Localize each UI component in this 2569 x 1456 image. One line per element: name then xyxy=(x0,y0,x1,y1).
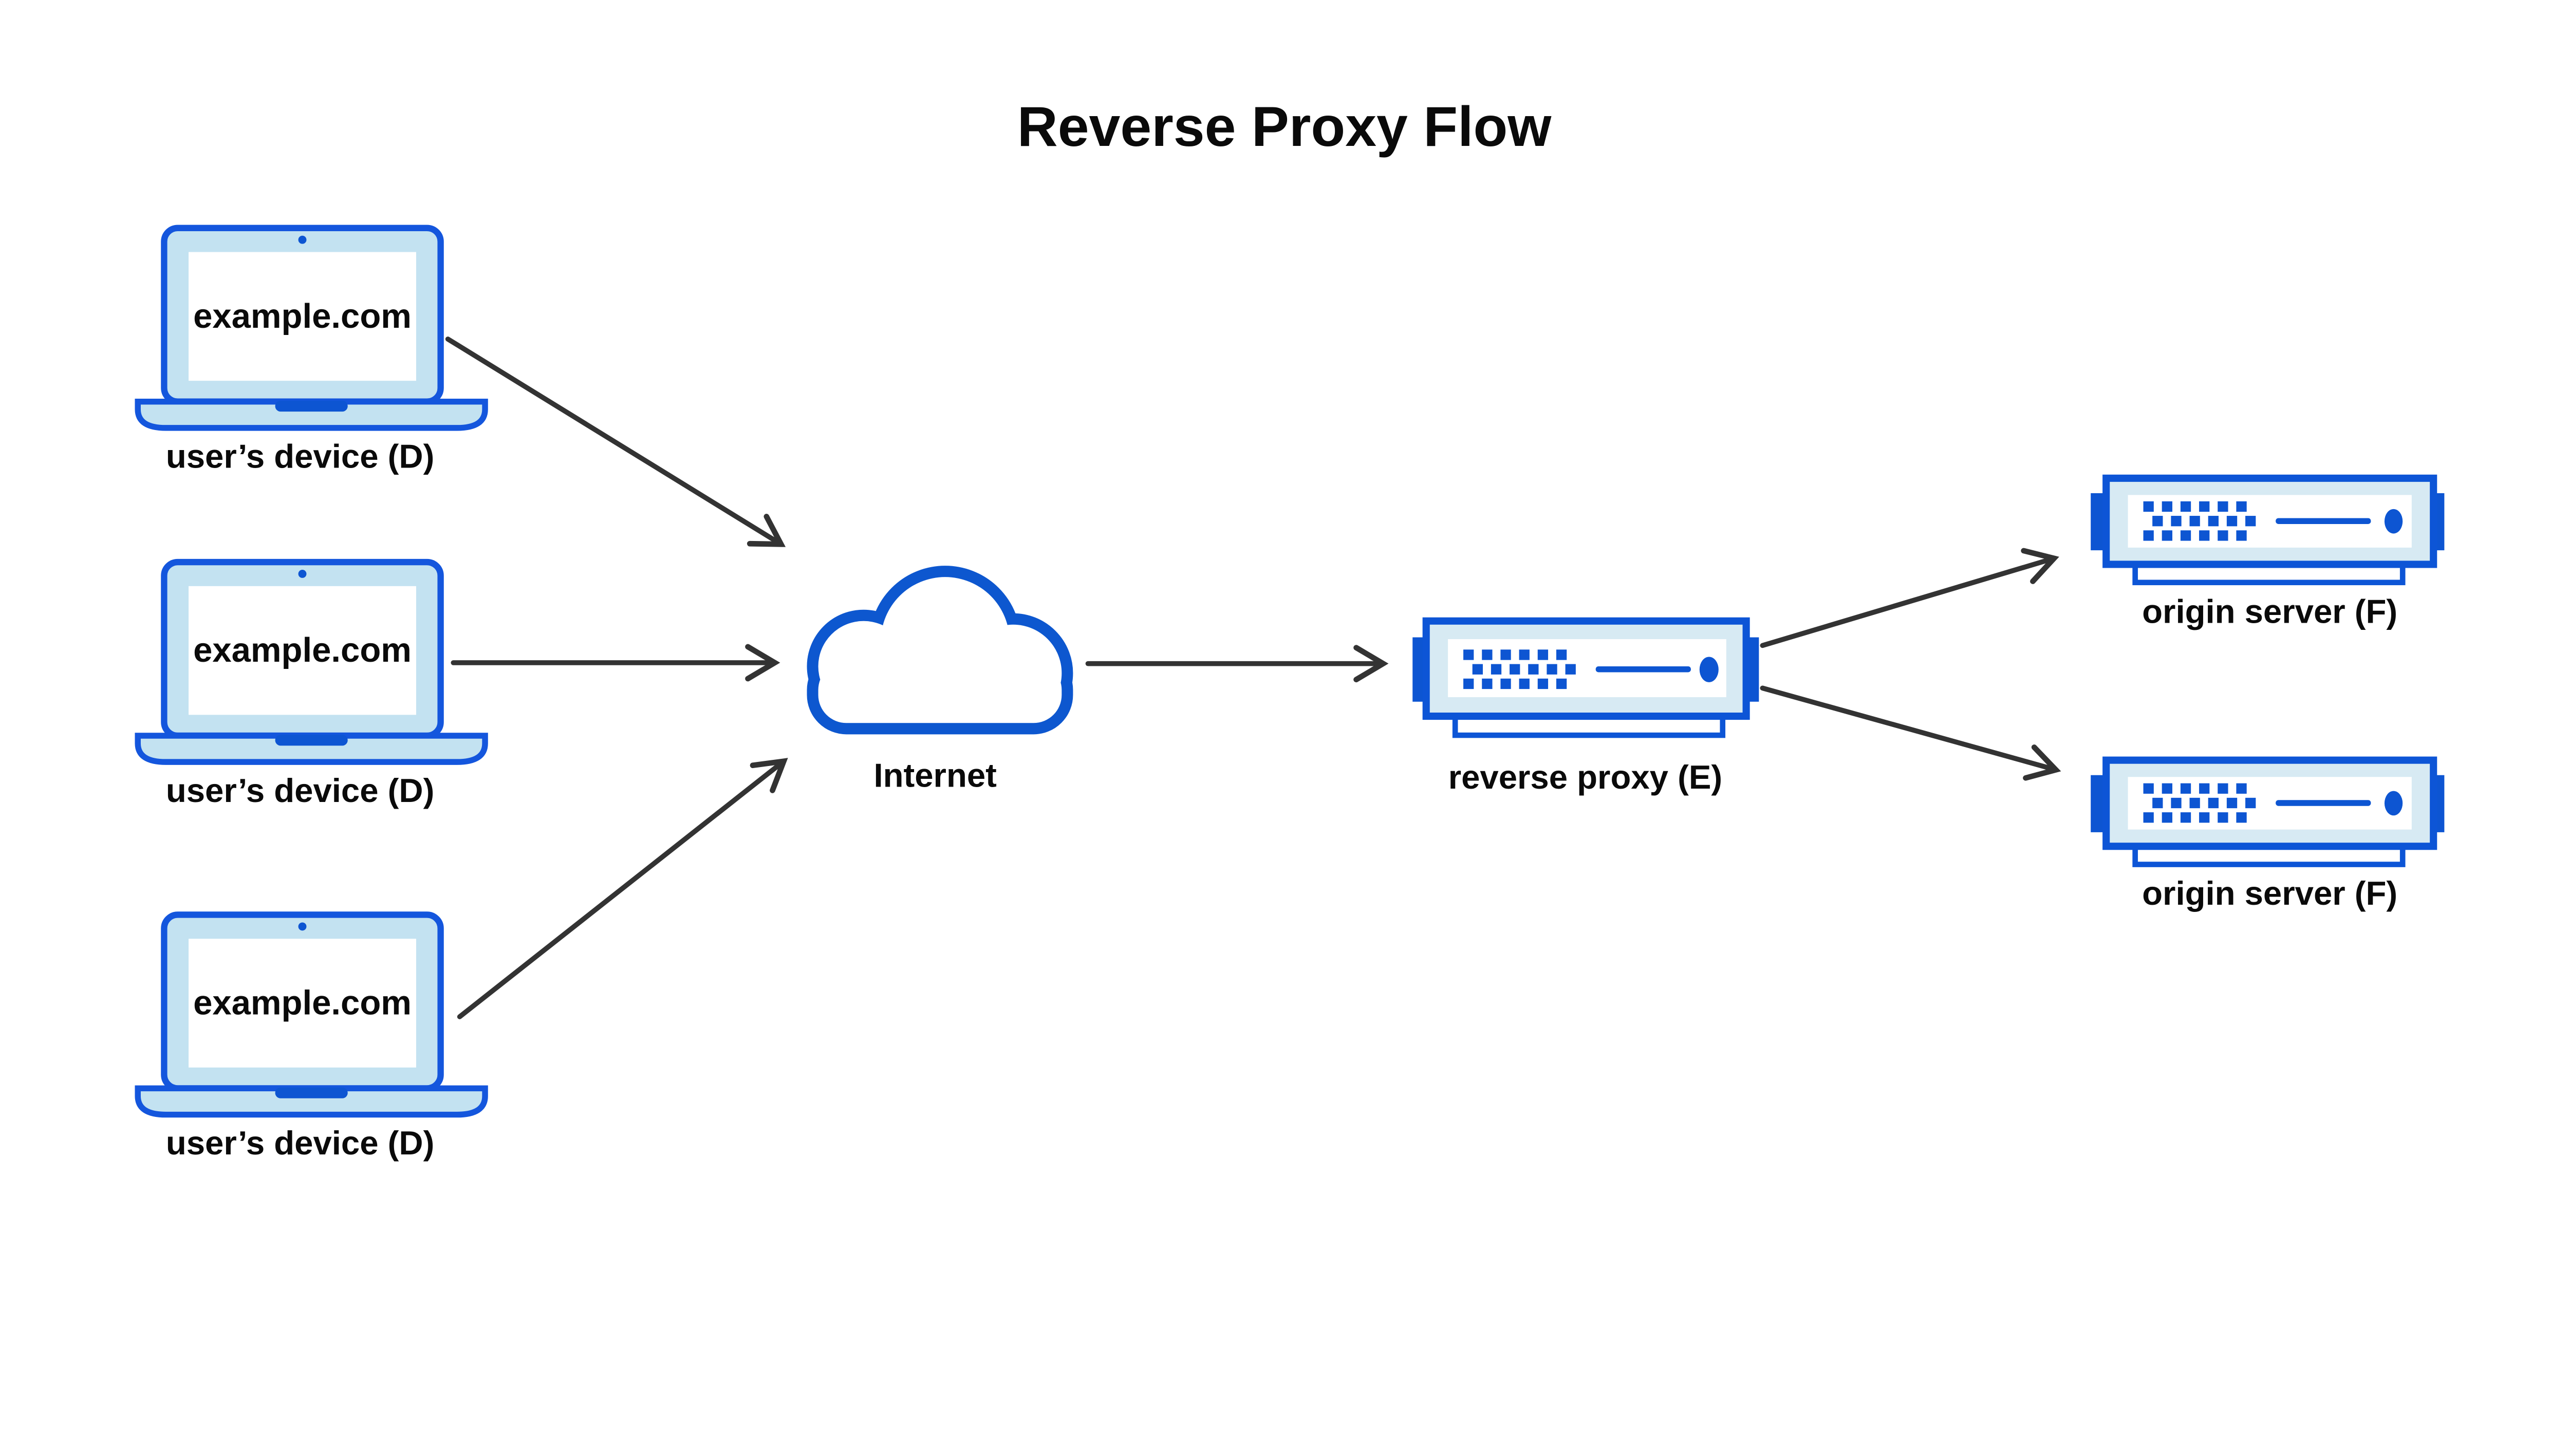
server-slot-line xyxy=(2276,800,2371,806)
internet-node: Internet xyxy=(807,566,1073,794)
origin-server-icon xyxy=(2091,756,2445,867)
origin-server-label: origin server (F) xyxy=(2142,874,2397,912)
flow-arrows xyxy=(445,337,2061,1019)
server-slot-line xyxy=(2276,518,2371,524)
laptop-icon xyxy=(135,225,488,431)
internet-label: Internet xyxy=(873,757,996,794)
server-power-dot xyxy=(2384,791,2403,816)
user-device-node-1: example.com user’s device (D) xyxy=(135,225,488,475)
device-screen-text: example.com xyxy=(193,297,412,335)
origin-server-node-1: origin server (F) xyxy=(2091,474,2445,630)
user-device-node-2: example.com user’s device (D) xyxy=(135,558,488,809)
reverse-proxy-server-icon xyxy=(1412,617,1759,738)
device-label: user’s device (D) xyxy=(166,1124,434,1162)
server-power-dot xyxy=(1699,657,1719,682)
arrow-device1-to-internet xyxy=(445,337,786,547)
laptop-icon xyxy=(135,911,488,1118)
origin-server-label: origin server (F) xyxy=(2142,592,2397,630)
internet-cloud-icon xyxy=(807,566,1073,735)
laptop-hinge-notch xyxy=(275,400,348,412)
server-power-dot xyxy=(2384,509,2403,534)
diagram-title: Reverse Proxy Flow xyxy=(1017,96,1552,158)
reverse-proxy-node: reverse proxy (E) xyxy=(1412,617,1759,796)
origin-server-node-2: origin server (F) xyxy=(2091,756,2445,912)
arrow-proxy-to-origin2 xyxy=(1760,685,2061,781)
arrow-device3-to-internet xyxy=(457,758,788,1019)
reverse-proxy-flow-diagram: Reverse Proxy Flow example.com user’s de… xyxy=(135,96,2445,1162)
laptop-hinge-notch xyxy=(275,735,348,746)
laptop-camera-dot xyxy=(298,570,307,578)
server-slot-line xyxy=(1595,666,1691,673)
arrow-proxy-to-origin1 xyxy=(1760,548,2059,648)
diagram-canvas: Reverse Proxy Flow example.com user’s de… xyxy=(135,96,2445,1162)
laptop-icon xyxy=(135,558,488,765)
laptop-hinge-notch xyxy=(275,1087,348,1098)
origin-server-icon xyxy=(2091,474,2445,586)
device-label: user’s device (D) xyxy=(166,772,434,809)
device-label: user’s device (D) xyxy=(166,438,434,475)
user-device-node-3: example.com user’s device (D) xyxy=(135,911,488,1162)
device-screen-text: example.com xyxy=(193,984,412,1022)
laptop-camera-dot xyxy=(298,235,307,244)
laptop-camera-dot xyxy=(298,922,307,931)
reverse-proxy-label: reverse proxy (E) xyxy=(1448,758,1722,796)
device-screen-text: example.com xyxy=(193,631,412,669)
